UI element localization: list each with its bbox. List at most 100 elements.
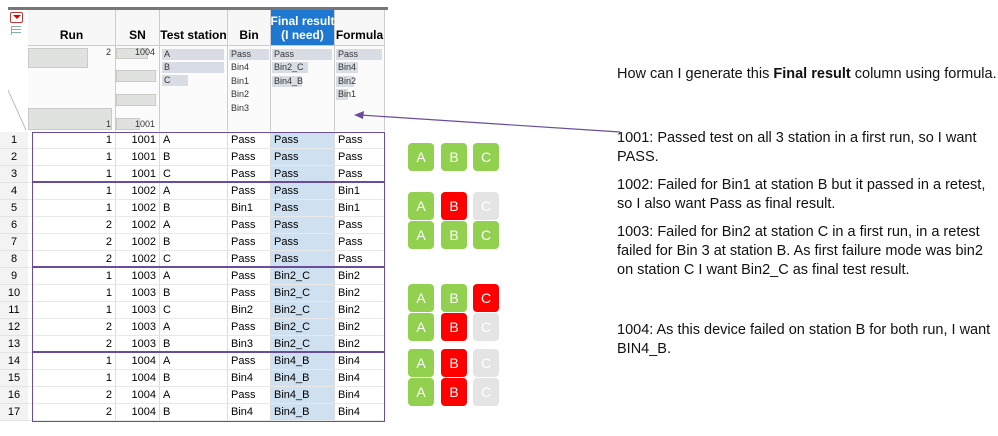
cell-test-station[interactable]: B xyxy=(160,234,228,251)
cell-final-result[interactable]: Pass xyxy=(271,234,335,251)
cell-run[interactable]: 2 xyxy=(28,217,116,234)
row-number[interactable]: 7 xyxy=(0,234,28,251)
cell-sn[interactable]: 1001 xyxy=(116,149,160,166)
row-number[interactable]: 17 xyxy=(0,404,28,421)
bin-level: Pass xyxy=(229,49,269,60)
cell-sn[interactable]: 1004 xyxy=(116,387,160,404)
cell-run[interactable]: 1 xyxy=(28,200,116,217)
cell-bin[interactable]: Pass xyxy=(228,217,271,234)
cell-run[interactable]: 1 xyxy=(28,149,116,166)
column-header-test-station[interactable]: Test station xyxy=(160,10,228,45)
cell-sn[interactable]: 1004 xyxy=(116,353,160,370)
sn-group-outline xyxy=(32,132,385,182)
cell-test-station[interactable]: C xyxy=(160,302,228,319)
cell-bin[interactable]: Pass xyxy=(228,285,271,302)
row-number[interactable]: 10 xyxy=(0,285,28,302)
cell-final-result[interactable]: Bin4_B xyxy=(271,404,335,421)
cell-final-result[interactable]: Pass xyxy=(271,200,335,217)
cell-test-station[interactable]: B xyxy=(160,370,228,387)
row-number[interactable]: 13 xyxy=(0,336,28,353)
cell-final-result[interactable]: Pass xyxy=(271,183,335,200)
cell-run[interactable]: 1 xyxy=(28,370,116,387)
cell-run[interactable]: 2 xyxy=(28,234,116,251)
cell-bin[interactable]: Pass xyxy=(228,319,271,336)
cell-final-result[interactable]: Pass xyxy=(271,217,335,234)
cell-bin[interactable]: Pass xyxy=(228,149,271,166)
row-number[interactable]: 15 xyxy=(0,370,28,387)
cell-run[interactable]: 1 xyxy=(28,353,116,370)
row-number[interactable]: 14 xyxy=(0,353,28,370)
cell-bin[interactable]: Bin4 xyxy=(228,370,271,387)
cell-bin[interactable]: Pass xyxy=(228,234,271,251)
cell-test-station[interactable]: B xyxy=(160,149,228,166)
row-number[interactable]: 11 xyxy=(0,302,28,319)
column-filter-icon[interactable] xyxy=(11,26,21,35)
row-number[interactable]: 16 xyxy=(0,387,28,404)
cell-test-station[interactable]: B xyxy=(160,200,228,217)
cell-run[interactable]: 2 xyxy=(28,404,116,421)
cell-test-station[interactable]: A xyxy=(160,353,228,370)
cell-run[interactable]: 1 xyxy=(28,285,116,302)
row-number[interactable]: 1 xyxy=(0,132,28,149)
row-number[interactable]: 5 xyxy=(0,200,28,217)
cell-sn[interactable]: 1004 xyxy=(116,370,160,387)
column-header-formula[interactable]: Formula xyxy=(335,10,385,45)
cell-sn[interactable]: 1002 xyxy=(116,200,160,217)
cell-bin[interactable]: Pass xyxy=(228,132,271,149)
row-number[interactable]: 4 xyxy=(0,183,28,200)
cell-final-result[interactable]: Bin2_C xyxy=(271,268,335,285)
cell-sn[interactable]: 1003 xyxy=(116,285,160,302)
cell-sn[interactable]: 1003 xyxy=(116,268,160,285)
cell-bin[interactable]: Bin1 xyxy=(228,200,271,217)
cell-sn[interactable]: 1004 xyxy=(116,404,160,421)
cell-test-station[interactable]: A xyxy=(160,319,228,336)
cell-bin[interactable]: Pass xyxy=(228,353,271,370)
cell-sn[interactable]: 1002 xyxy=(116,217,160,234)
cell-run[interactable]: 1 xyxy=(28,132,116,149)
cell-final-result[interactable]: Pass xyxy=(271,132,335,149)
cell-run[interactable]: 1 xyxy=(28,183,116,200)
cell-final-result[interactable]: Bin2_C xyxy=(271,285,335,302)
row-number[interactable]: 9 xyxy=(0,268,28,285)
cell-test-station[interactable]: A xyxy=(160,387,228,404)
column-header-run[interactable]: Run xyxy=(28,10,116,45)
cell-sn[interactable]: 1003 xyxy=(116,319,160,336)
cell-final-result[interactable]: Bin2_C xyxy=(271,302,335,319)
cell-final-result[interactable]: Bin4_B xyxy=(271,370,335,387)
cell-final-result[interactable]: Bin4_B xyxy=(271,387,335,404)
row-number[interactable]: 3 xyxy=(0,166,28,183)
cell-run[interactable]: 2 xyxy=(28,319,116,336)
cell-test-station[interactable]: A xyxy=(160,268,228,285)
cell-sn[interactable]: 1002 xyxy=(116,234,160,251)
cell-bin[interactable]: Pass xyxy=(228,268,271,285)
cell-bin[interactable]: Pass xyxy=(228,183,271,200)
cell-final-result[interactable]: Bin2_C xyxy=(271,336,335,353)
cell-sn[interactable]: 1001 xyxy=(116,132,160,149)
row-number[interactable]: 2 xyxy=(0,149,28,166)
cell-bin[interactable]: Bin4 xyxy=(228,404,271,421)
table-menu-icon[interactable] xyxy=(10,12,23,23)
cell-final-result[interactable]: Pass xyxy=(271,149,335,166)
column-header-bin[interactable]: Bin xyxy=(228,10,271,45)
cell-test-station[interactable]: B xyxy=(160,404,228,421)
column-header-final-result[interactable]: Final result (I need) xyxy=(271,10,335,45)
column-header-sn[interactable]: SN xyxy=(116,10,160,45)
cell-test-station[interactable]: A xyxy=(160,132,228,149)
cell-test-station[interactable]: B xyxy=(160,285,228,302)
cell-run[interactable]: 2 xyxy=(28,387,116,404)
cell-sn[interactable]: 1003 xyxy=(116,302,160,319)
cell-bin[interactable]: Pass xyxy=(228,387,271,404)
cell-final-result[interactable]: Bin2_C xyxy=(271,319,335,336)
row-number[interactable]: 6 xyxy=(0,217,28,234)
cell-run[interactable]: 1 xyxy=(28,302,116,319)
cell-sn[interactable]: 1002 xyxy=(116,183,160,200)
cell-final-result[interactable]: Bin4_B xyxy=(271,353,335,370)
cell-test-station[interactable]: A xyxy=(160,217,228,234)
station-level: A xyxy=(162,49,224,60)
cell-bin[interactable]: Bin2 xyxy=(228,302,271,319)
cell-run[interactable]: 1 xyxy=(28,268,116,285)
cell-test-station[interactable]: A xyxy=(160,183,228,200)
row-number[interactable]: 8 xyxy=(0,251,28,268)
row-number[interactable]: 12 xyxy=(0,319,28,336)
station-badge-fail: C xyxy=(473,284,499,312)
